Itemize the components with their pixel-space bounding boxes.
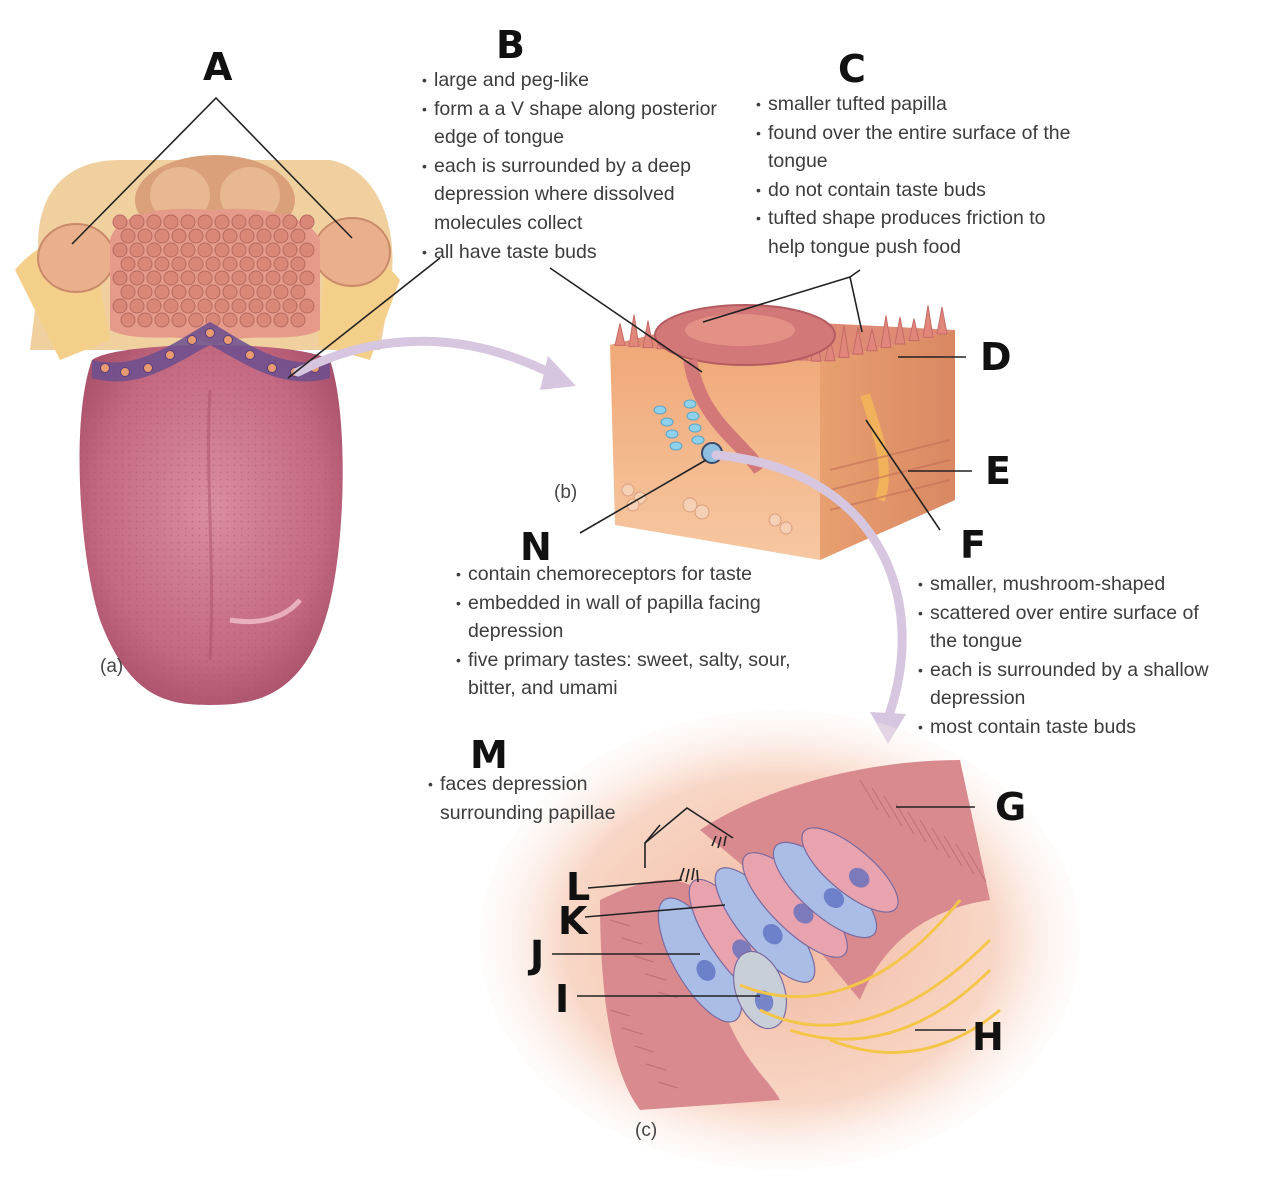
note-c-1: smaller tufted papilla [756,90,1086,119]
note-b-3: each is surrounded by a deep depression … [422,152,744,238]
note-f-3: each is surrounded by a shallow depressi… [918,656,1223,713]
note-c-3: do not contain taste buds [756,176,1086,205]
note-b-2: form a a V shape along posterior edge of… [422,95,744,152]
label-b: B [496,23,525,67]
panel-tag-c: (c) [635,1120,658,1141]
label-l: L [566,865,591,909]
panel-tag-b: (b) [554,482,578,503]
notes-c: smaller tufted papilla found over the en… [756,90,1086,262]
note-n-2: embedded in wall of papilla facing depre… [456,589,811,646]
label-k: K [558,899,588,943]
label-g: G [995,785,1027,829]
label-c: C [838,47,866,91]
panel-tag-a: (a) [100,656,124,677]
tissue-block-illustration [610,304,955,560]
leader-lines [71,96,975,1031]
notes-n: contain chemoreceptors for taste embedde… [456,560,811,703]
label-i: I [555,977,570,1021]
note-m-1: faces depression surrounding papillae [428,770,638,827]
note-f-1: smaller, mushroom-shaped [918,570,1223,599]
label-h: H [972,1015,1004,1059]
note-n-1: contain chemoreceptors for taste [456,560,811,589]
label-j: J [530,933,545,977]
tongue-illustration [15,155,400,705]
note-c-4: tufted shape produces friction to help t… [756,204,1086,261]
label-f: F [960,523,986,567]
note-f-4: most contain taste buds [918,713,1223,742]
notes-b: large and peg-like form a a V shape alon… [422,66,744,266]
label-a: A [203,45,233,89]
label-e: E [985,449,1011,493]
notes-m: faces depression surrounding papillae [428,770,638,827]
notes-f: smaller, mushroom-shaped scattered over … [918,570,1223,742]
label-d: D [980,335,1012,379]
note-b-4: all have taste buds [422,238,744,267]
note-c-2: found over the entire surface of the ton… [756,119,1086,176]
note-n-3: five primary tastes: sweet, salty, sour,… [456,646,811,703]
note-f-2: scattered over entire surface of the ton… [918,599,1223,656]
note-b-1: large and peg-like [422,66,744,95]
label-m: M [470,733,508,777]
